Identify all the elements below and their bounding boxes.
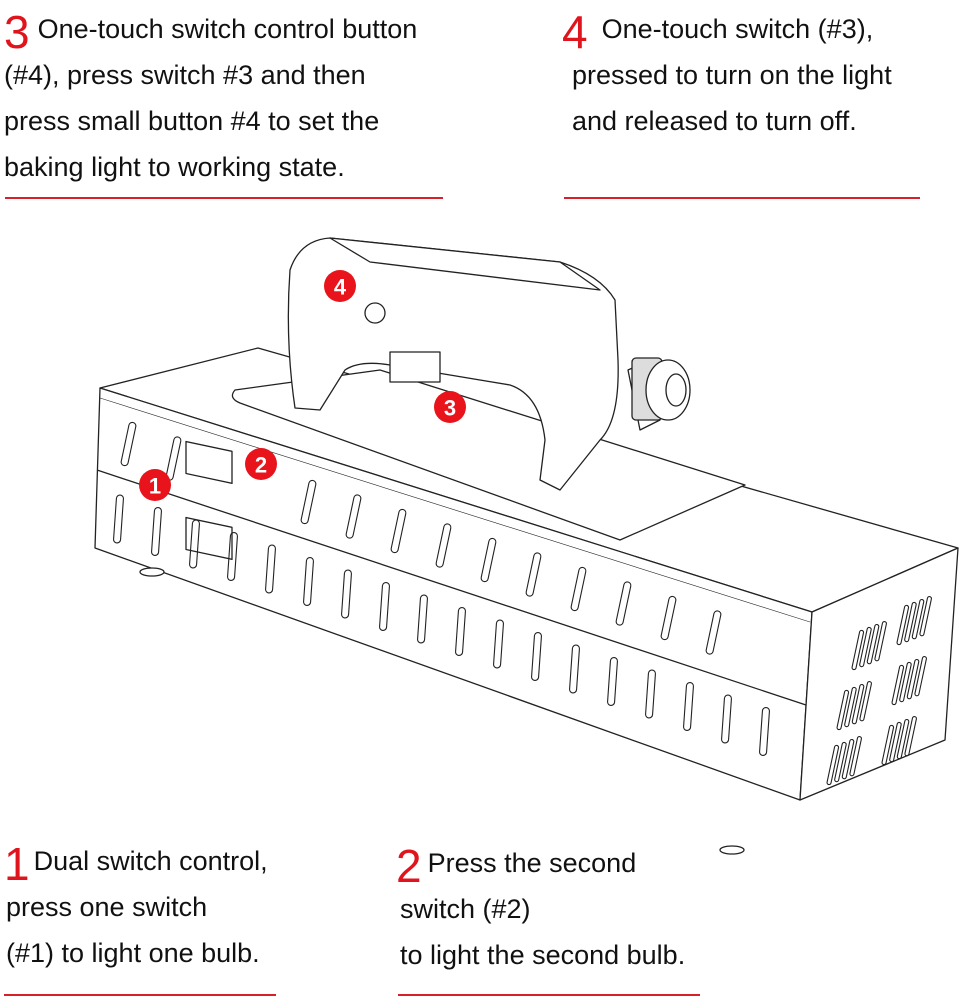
end-vent-slot	[859, 681, 872, 722]
housing-end	[799, 547, 959, 801]
badge-1-label: 1	[149, 474, 161, 499]
callout-1-underline	[4, 994, 276, 996]
vent-slot	[345, 494, 362, 539]
callout-number: 4	[562, 6, 588, 58]
badge-4: 4	[324, 270, 356, 302]
badge-4-label: 4	[334, 275, 347, 300]
vent-slot	[759, 706, 770, 757]
vent-slot	[531, 631, 542, 682]
vent-slot	[569, 644, 580, 694]
end-vent-slot	[826, 744, 840, 786]
end-vent-slot	[899, 661, 912, 703]
vent-slot	[341, 569, 352, 619]
callout-2-underline	[398, 994, 700, 996]
callout-line: press one switch	[6, 892, 208, 922]
rocker-switch-2	[185, 440, 233, 484]
vent-slot	[303, 556, 314, 607]
vent-slot	[113, 494, 124, 544]
vent-slot	[721, 694, 732, 744]
handle	[287, 237, 619, 491]
end-vent-slot	[874, 621, 887, 662]
end-vent-slot	[866, 623, 880, 665]
end-vent-slot	[891, 664, 905, 706]
end-vent-slots	[826, 596, 932, 786]
callout-4: 4 One-touch switch (#3), pressed to turn…	[562, 6, 892, 144]
callout-line: to light the second bulb.	[400, 940, 686, 970]
vent-slot	[645, 669, 656, 719]
badge-3: 3	[434, 391, 466, 423]
vent-slot	[265, 544, 276, 594]
callout-3: 3 One-touch switch control button (#4), …	[4, 6, 417, 190]
vent-slot	[151, 506, 162, 557]
end-vent-slot	[851, 683, 865, 725]
end-vent-slot	[904, 601, 917, 643]
end-vent-slot	[844, 686, 857, 728]
vent-slot	[570, 566, 587, 612]
vent-slot	[300, 479, 317, 525]
end-vent-slot	[881, 724, 895, 766]
badge-2-label: 2	[255, 453, 267, 478]
vent-slot	[493, 619, 504, 669]
callout-line: One-touch switch control button	[37, 14, 418, 44]
vent-slot	[615, 581, 632, 626]
handle-base-plate	[231, 369, 746, 541]
end-vent-slot	[859, 626, 872, 668]
callout-line: press small button #4 to set the	[4, 106, 380, 136]
callout-line: pressed to turn on the light	[572, 60, 892, 90]
vent-slot	[417, 594, 428, 644]
badge-2: 2	[245, 448, 277, 480]
callout-number: 2	[396, 840, 422, 892]
vent-slot	[227, 531, 238, 582]
end-vent-slot	[896, 718, 910, 760]
end-vent-slot	[914, 656, 927, 697]
callout-line: switch (#2)	[400, 894, 531, 924]
vent-slot	[390, 508, 407, 554]
callout-number: 3	[4, 6, 30, 58]
end-vent-slot	[919, 596, 932, 637]
callout-line: One-touch switch (#3),	[601, 14, 874, 44]
end-vent-slot	[834, 741, 847, 783]
end-vent-slot	[906, 658, 920, 700]
vent-slot	[683, 681, 694, 732]
end-vent-slot	[841, 738, 855, 780]
foot	[139, 567, 165, 577]
callout-4-underline	[564, 197, 920, 199]
callout-line: (#1) to light one bulb.	[6, 938, 260, 968]
callout-number: 1	[4, 838, 30, 890]
callout-line: and released to turn off.	[572, 106, 857, 136]
end-vent-slot	[851, 629, 865, 671]
end-vent-slot	[896, 604, 910, 646]
end-vent-slot	[904, 716, 917, 757]
vent-slot	[455, 606, 466, 657]
vent-slot	[120, 421, 137, 467]
end-vent-slot	[889, 721, 902, 763]
callout-1: 1 Dual switch control, press one switch …	[4, 838, 268, 976]
small-button	[364, 302, 386, 324]
badge-1: 1	[139, 469, 171, 501]
vent-slots	[113, 421, 770, 757]
vent-slot	[189, 519, 200, 569]
callout-line: (#4), press switch #3 and then	[4, 60, 366, 90]
callout-2: 2 Press the second switch (#2) to light …	[396, 840, 685, 978]
vent-slot	[435, 523, 452, 568]
end-vent-slot	[836, 689, 850, 731]
baking-light-diagram: 4 3 2 1	[94, 237, 959, 855]
callout-line: baking light to working state.	[4, 152, 345, 182]
badge-3-label: 3	[444, 396, 456, 421]
callout-line: Press the second	[427, 848, 637, 878]
trigger-switch	[389, 351, 441, 383]
foot	[719, 845, 745, 855]
vent-slot	[379, 581, 390, 632]
end-vent-slot	[911, 598, 925, 640]
callout-3-underline	[5, 197, 443, 199]
callout-line: Dual switch control,	[33, 846, 268, 876]
vent-slot	[607, 656, 618, 707]
vent-slot	[660, 595, 677, 641]
vent-slot	[480, 537, 497, 583]
vent-slot	[525, 552, 542, 597]
end-vent-slot	[849, 736, 862, 777]
vent-slot	[705, 610, 722, 655]
